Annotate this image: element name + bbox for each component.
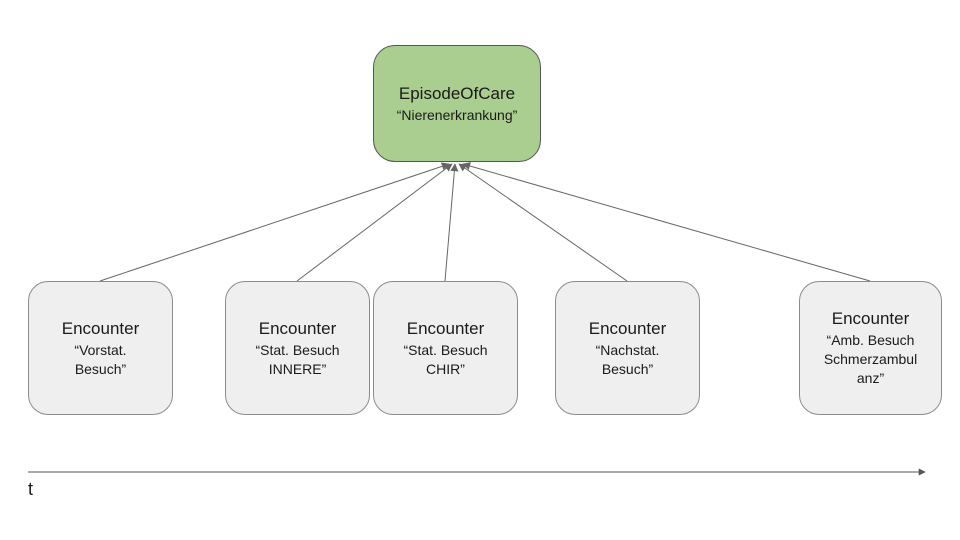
encounter-title: Encounter: [406, 318, 485, 338]
encounter-subtitle: “Nachstat. Besuch”: [595, 341, 660, 377]
encounter-subtitle: “Amb. Besuch Schmerzambul anz”: [823, 332, 918, 386]
encounter-title: Encounter: [831, 309, 910, 328]
episode-title: EpisodeOfCare: [398, 83, 516, 103]
encounter-title: Encounter: [258, 318, 337, 338]
node-encounter-stat-besuch-chir[interactable]: Encounter “Stat. Besuch CHIR”: [373, 281, 518, 415]
timeline-label: t: [28, 479, 34, 499]
encounter-subtitle: “Stat. Besuch CHIR”: [403, 341, 488, 377]
node-encounter-nachstat-besuch[interactable]: Encounter “Nachstat. Besuch”: [555, 281, 700, 415]
connector-encounter1-episode: [99, 162, 450, 282]
encounter-subtitle: “Stat. Besuch INNERE”: [255, 341, 340, 377]
connector-encounter3-episode: [444, 163, 459, 282]
encounter-title: Encounter: [61, 318, 140, 338]
node-encounter-amb-besuch-schmerzambulanz[interactable]: Encounter “Amb. Besuch Schmerzambul anz”: [799, 281, 942, 415]
connector-encounter2-episode: [296, 163, 453, 282]
node-encounter-vorstat-besuch[interactable]: Encounter “Vorstat. Besuch”: [28, 281, 173, 415]
episode-subtitle: “Nierenerkrankung”: [396, 106, 518, 123]
encounter-title: Encounter: [588, 318, 667, 338]
connector-encounter4-episode: [458, 163, 628, 282]
node-encounter-stat-besuch-innere[interactable]: Encounter “Stat. Besuch INNERE”: [225, 281, 370, 415]
node-episode-of-care[interactable]: EpisodeOfCare “Nierenerkrankung”: [373, 45, 541, 162]
encounter-subtitle: “Vorstat. Besuch”: [74, 341, 127, 377]
connector-encounter5-episode: [462, 162, 871, 282]
